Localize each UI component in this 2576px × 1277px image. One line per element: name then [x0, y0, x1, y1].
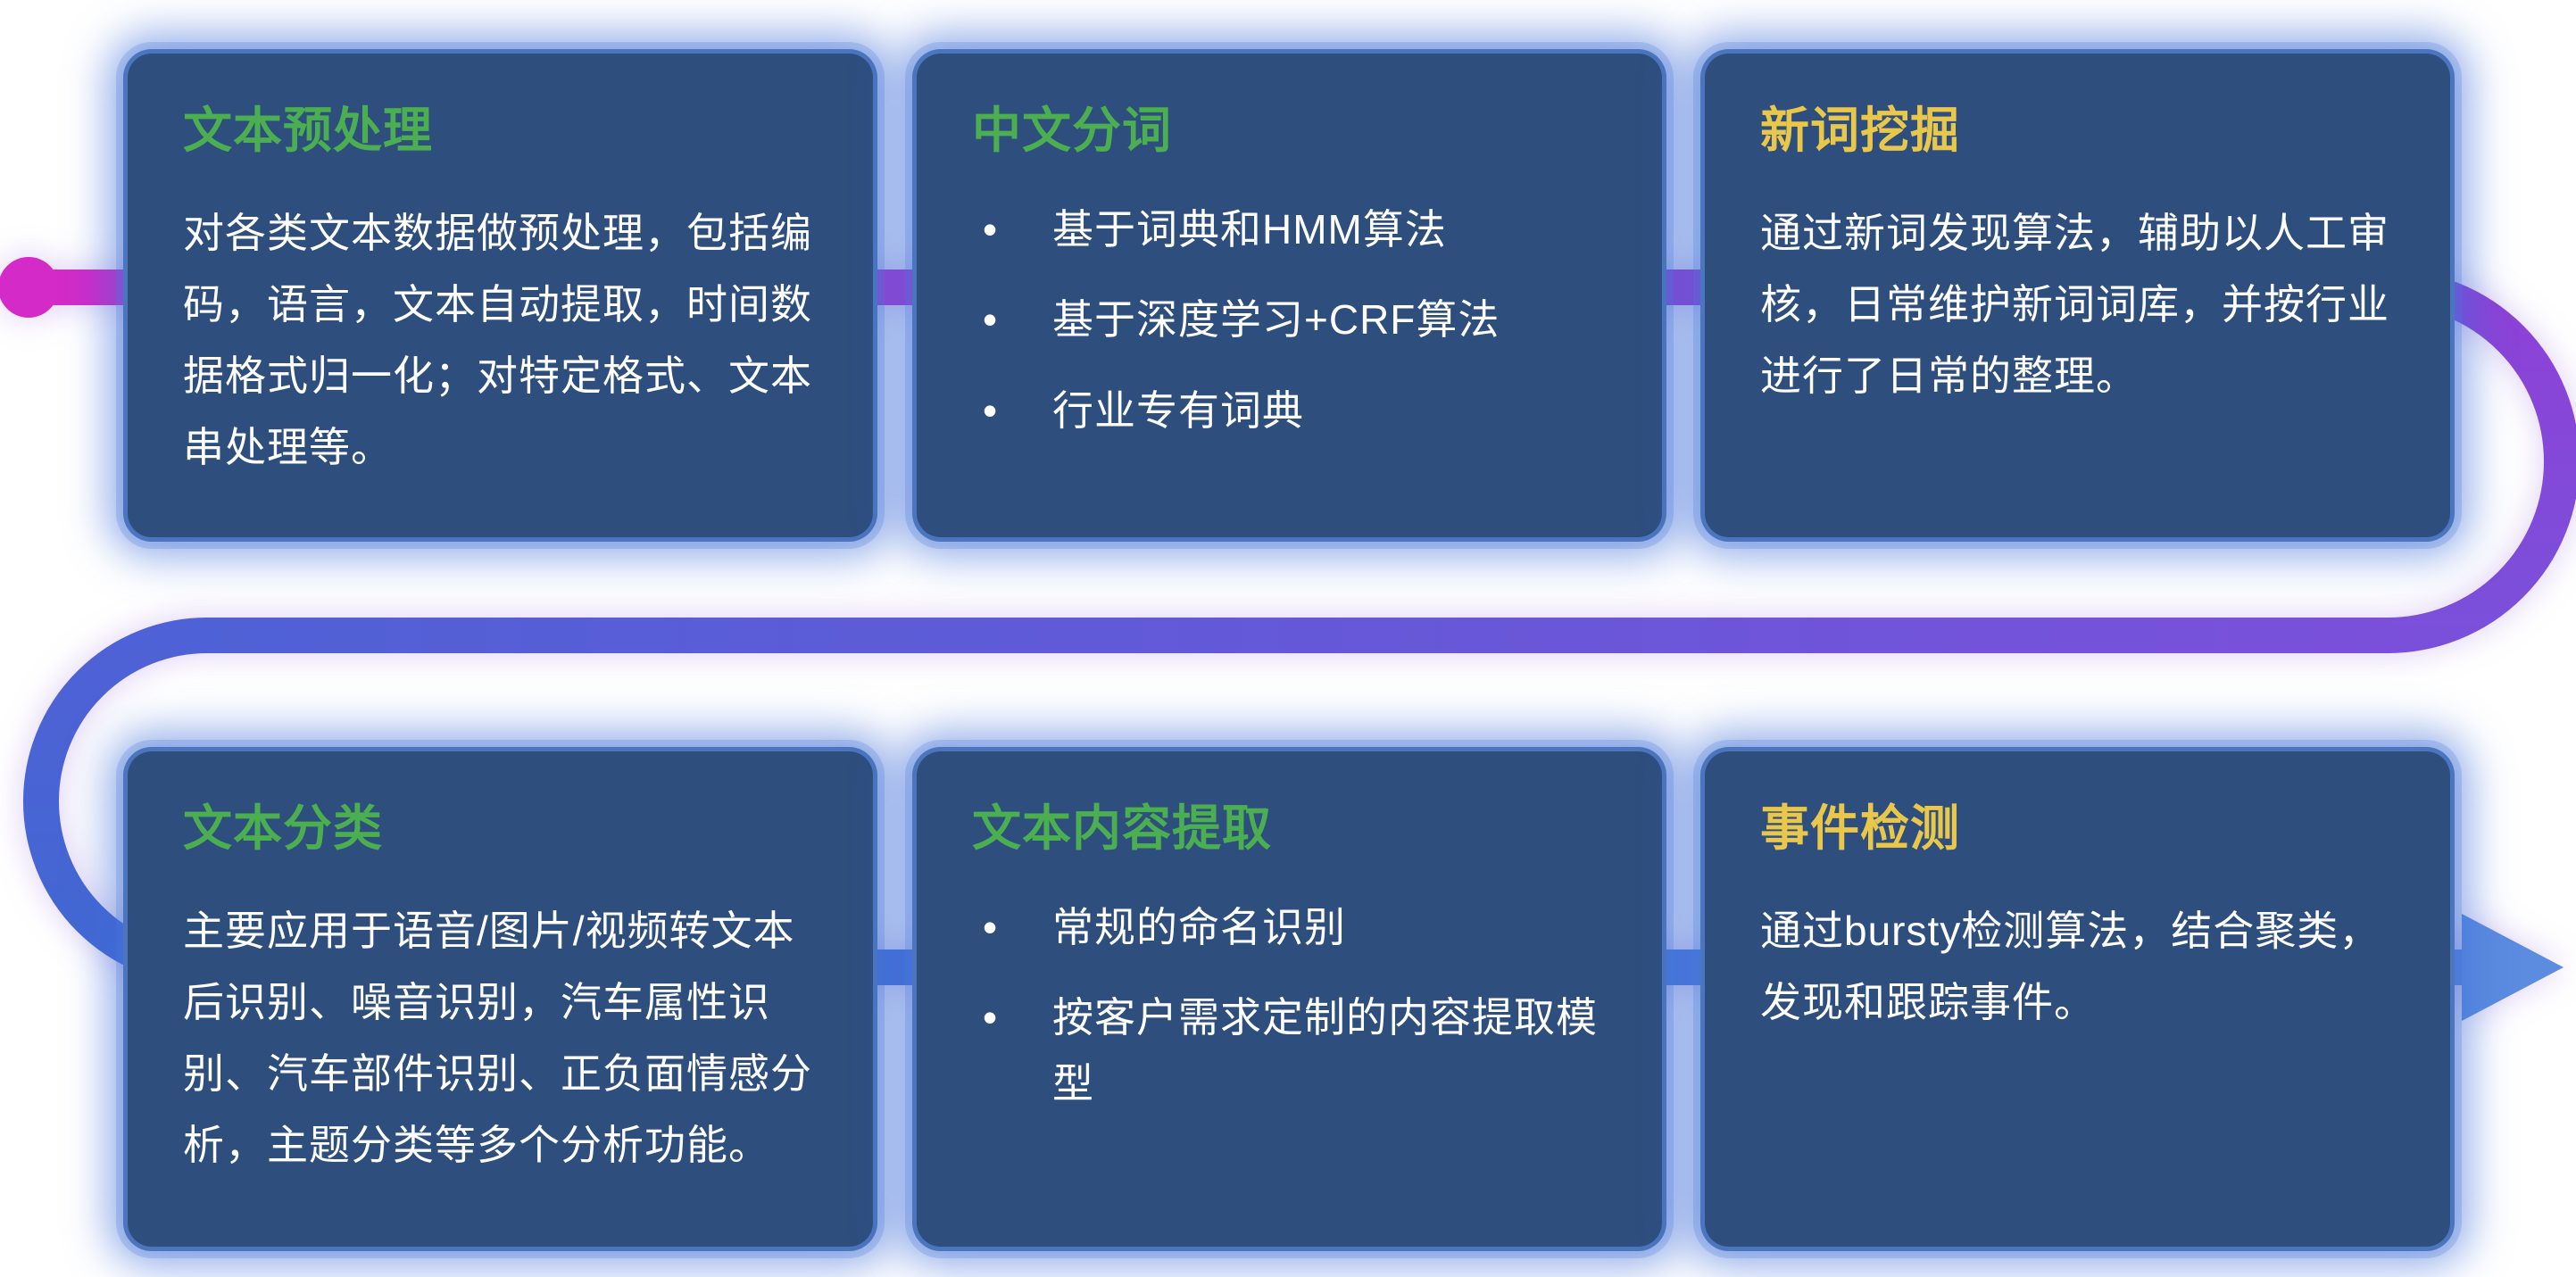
card-title: 文本预处理 [183, 103, 434, 158]
bullet-item: 基于深度学习+CRF算法 [972, 287, 1607, 353]
card-body: 通过bursty检测算法，结合聚类，发现和跟踪事件。 [1760, 907, 2381, 1025]
card-bullet-list: 基于词典和HMM算法 基于深度学习+CRF算法 行业专有词典 [972, 197, 1607, 444]
card-body: 通过新词发现算法，辅助以人工审核，日常维护新词词库，并按行业进行了日常的整理。 [1760, 209, 2389, 399]
flow-arrow-icon [2462, 914, 2564, 1021]
card-title: 事件检测 [1760, 800, 1961, 856]
card-new-word-mining: 新词挖掘 通过新词发现算法，辅助以人工审核，日常维护新词词库，并按行业进行了日常… [1700, 49, 2455, 542]
card-title: 中文分词 [972, 103, 1173, 158]
card-title: 新词挖掘 [1760, 103, 1961, 158]
card-text-classification: 文本分类 主要应用于语音/图片/视频转文本后识别、噪音识别，汽车属性识别、汽车部… [123, 747, 877, 1251]
bullet-item: 按客户需求定制的内容提取模型 [972, 985, 1607, 1116]
card-event-detection: 事件检测 通过bursty检测算法，结合聚类，发现和跟踪事件。 [1700, 747, 2455, 1251]
bullet-item: 基于词典和HMM算法 [972, 197, 1607, 263]
card-chinese-segmentation: 中文分词 基于词典和HMM算法 基于深度学习+CRF算法 行业专有词典 [912, 49, 1666, 542]
card-title: 文本分类 [183, 800, 384, 856]
bullet-item: 常规的命名识别 [972, 895, 1607, 961]
card-body: 对各类文本数据做预处理，包括编码，语言，文本自动提取，时间数据格式归一化；对特定… [183, 209, 812, 470]
flow-curve-right [2387, 269, 2576, 653]
bullet-item: 行业专有词典 [972, 378, 1607, 444]
card-body: 主要应用于语音/图片/视频转文本后识别、噪音识别，汽车属性识别、汽车部件识别、正… [183, 907, 812, 1168]
card-title: 文本内容提取 [972, 800, 1273, 856]
card-content-extraction: 文本内容提取 常规的命名识别 按客户需求定制的内容提取模型 [912, 747, 1666, 1251]
card-text-preprocessing: 文本预处理 对各类文本数据做预处理，包括编码，语言，文本自动提取，时间数据格式归… [123, 49, 877, 542]
card-bullet-list: 常规的命名识别 按客户需求定制的内容提取模型 [972, 895, 1607, 1117]
flow-start-dot [0, 257, 59, 318]
